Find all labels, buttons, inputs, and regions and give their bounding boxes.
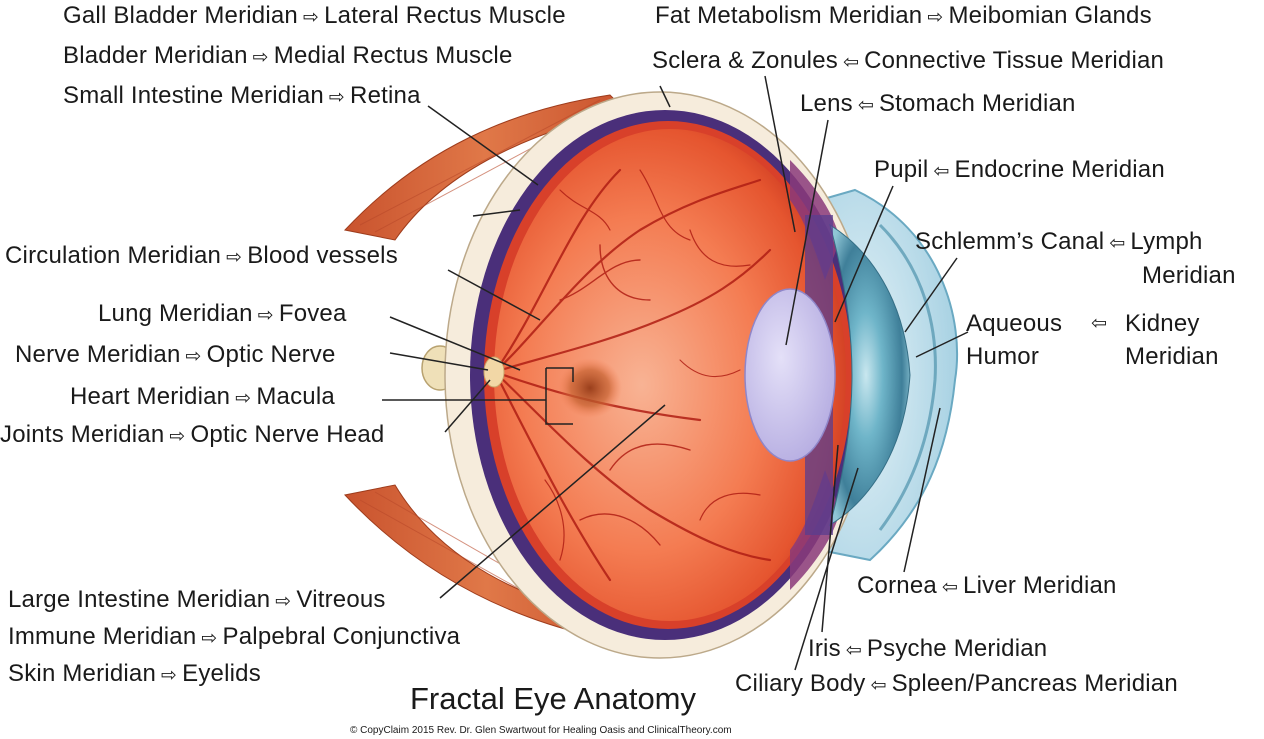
blood-vessels — [493, 168, 772, 582]
arrow-right-icon: ⇨ — [169, 426, 186, 447]
arrow-right-icon: ⇨ — [302, 7, 320, 28]
label-sclera-connective-tissue: Sclera & Zonules⇦Connective Tissue Merid… — [652, 47, 1164, 77]
arrow-right-icon: ⇨ — [161, 665, 178, 686]
label-bladder-medial-rectus: Bladder Meridian⇨Medial Rectus Muscle — [63, 42, 513, 72]
arrow-left-icon: ⇦ — [842, 52, 860, 73]
arrow-left-icon: ⇦ — [845, 640, 862, 661]
arrow-left-icon: ⇦ — [1109, 233, 1126, 254]
label-schlemms-canal-lymph: Schlemm’s Canal⇦Lymph — [915, 228, 1203, 258]
arrow-right-icon: ⇨ — [927, 7, 944, 28]
label-nerve-optic-nerve: Nerve Meridian⇨Optic Nerve — [15, 341, 336, 371]
arrow-right-icon: ⇨ — [275, 591, 292, 612]
lens — [744, 288, 836, 462]
label-immune-palpebral-conjunctiva: Immune Meridian⇨Palpebral Conjunctiva — [8, 623, 460, 653]
label-kidney-meridian-line2: Meridian — [1125, 343, 1219, 370]
arrow-right-icon: ⇨ — [257, 305, 274, 326]
label-heart-macula: Heart Meridian⇨Macula — [70, 383, 335, 413]
label-pupil-endocrine: Pupil⇦Endocrine Meridian — [874, 156, 1165, 186]
arrow-right-icon: ⇨ — [185, 346, 202, 367]
label-skin-eyelids: Skin Meridian⇨Eyelids — [8, 660, 261, 690]
label-cornea-liver: Cornea⇦Liver Meridian — [857, 572, 1117, 602]
label-aqueous-humor-line2: Humor — [966, 343, 1040, 370]
label-small-intestine-retina: Small Intestine Meridian⇨Retina — [63, 82, 421, 112]
copyright-notice: © CopyClaim 2015 Rev. Dr. Glen Swartwout… — [350, 725, 732, 736]
arrow-left-icon: ⇦ — [1091, 313, 1108, 334]
label-joints-optic-nerve-head: Joints Meridian⇨Optic Nerve Head — [0, 421, 384, 451]
diagram-title: Fractal Eye Anatomy — [410, 681, 697, 716]
label-iris-psyche: Iris⇦Psyche Meridian — [808, 635, 1047, 665]
arrow-right-icon: ⇨ — [201, 628, 218, 649]
arrow-left-icon: ⇦ — [933, 161, 950, 182]
arrow-right-icon: ⇨ — [235, 388, 252, 409]
macula — [558, 358, 622, 418]
label-gall-bladder-lateral-rectus: Gall Bladder Meridian⇨Lateral Rectus Mus… — [63, 2, 566, 32]
label-circulation-blood-vessels: Circulation Meridian⇨Blood vessels — [5, 242, 398, 272]
vitreous — [494, 129, 846, 621]
label-ciliary-body-spleen-pancreas: Ciliary Body⇦Spleen/Pancreas Meridian — [735, 670, 1178, 700]
label-aqueous-humor-line1: Aqueous — [966, 310, 1063, 337]
arrow-right-icon: ⇨ — [252, 47, 269, 68]
arrow-right-icon: ⇨ — [328, 87, 346, 108]
leader-lines — [382, 75, 969, 671]
label-large-intestine-vitreous: Large Intestine Meridian⇨Vitreous — [8, 586, 386, 616]
arrow-left-icon: ⇦ — [857, 95, 874, 116]
label-kidney-meridian-line1: Kidney — [1125, 310, 1200, 337]
label-fat-metabolism-meibomian: Fat Metabolism Meridian⇨Meibomian Glands — [655, 2, 1152, 32]
label-lens-stomach: Lens⇦Stomach Meridian — [800, 90, 1076, 120]
label-lung-fovea: Lung Meridian⇨Fovea — [98, 300, 347, 330]
optic-disc — [483, 356, 505, 388]
label-lymph-meridian-line2: Meridian — [1142, 262, 1236, 289]
arrow-right-icon: ⇨ — [226, 247, 243, 268]
arrow-left-icon: ⇦ — [870, 675, 887, 696]
arrow-left-icon: ⇦ — [941, 577, 959, 598]
